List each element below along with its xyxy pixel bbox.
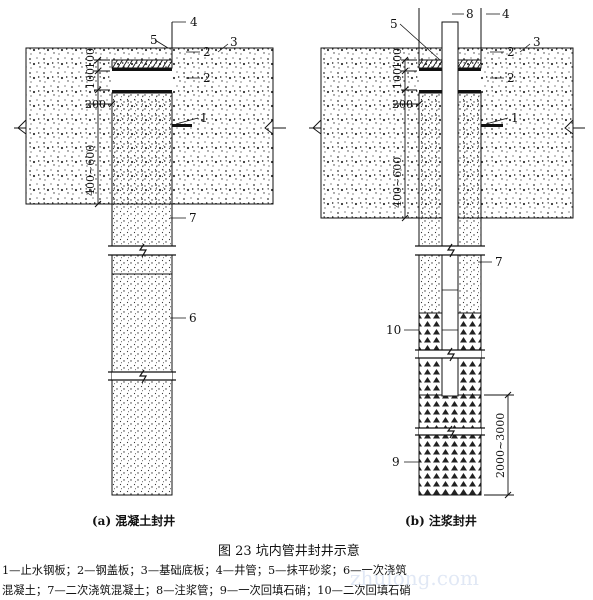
callout-a-7: 7 bbox=[189, 211, 197, 225]
callout-b-2-bottom: 2 bbox=[507, 71, 515, 85]
dim-b-100-bottom: 100 bbox=[391, 68, 404, 89]
callout-a-2-bottom: 2 bbox=[203, 71, 211, 85]
dim-a-200: 200 bbox=[85, 98, 106, 111]
dim-a-100-bottom: 100 bbox=[84, 68, 97, 89]
callout-b-8: 8 bbox=[466, 7, 474, 21]
dim-b-200: 200 bbox=[392, 98, 413, 111]
watermark: zhulong.com bbox=[350, 566, 479, 590]
callout-b-1: 1 bbox=[511, 111, 519, 125]
callout-b-4: 4 bbox=[502, 7, 510, 21]
waterstop-plate-b bbox=[481, 124, 503, 127]
panel-b-caption: (b) 注浆封井 bbox=[405, 514, 477, 528]
callout-a-5: 5 bbox=[150, 33, 158, 47]
dim-b-400-600: 400~600 bbox=[391, 157, 404, 208]
steel-plate-inner-a bbox=[112, 90, 172, 93]
callout-a-2-top: 2 bbox=[203, 45, 211, 59]
legend-line-2: 混凝土；7—二次浇筑混凝土；8—注浆管；9—一次回填石硝；10—二次回填石硝 bbox=[2, 584, 411, 597]
panel-a-caption: (a) 混凝土封井 bbox=[92, 514, 176, 528]
dim-b-2000-3000: 2000~3000 bbox=[494, 413, 507, 478]
callout-a-4: 4 bbox=[190, 15, 198, 29]
leaders-b bbox=[399, 13, 531, 463]
panel-a bbox=[14, 21, 286, 496]
legend-line-1: 1—止水钢板；2—钢盖板；3—基础底板；4—井管；5—抹平砂浆；6—一次浇筑 bbox=[2, 564, 407, 577]
callout-b-2-top: 2 bbox=[507, 45, 515, 59]
panel-b bbox=[309, 8, 585, 499]
callout-a-1: 1 bbox=[200, 111, 208, 125]
figure-title: 图 23 坑内管井封井示意 bbox=[218, 544, 360, 559]
dim-b-100-top: 100 bbox=[391, 48, 404, 69]
first-backfill-b bbox=[418, 394, 482, 496]
callout-a-3: 3 bbox=[230, 35, 238, 49]
callout-b-5: 5 bbox=[390, 17, 398, 31]
dim-a-400-600: 400~600 bbox=[84, 145, 97, 196]
grout-pipe-b bbox=[441, 21, 459, 397]
callout-b-7: 7 bbox=[495, 255, 503, 269]
second-pour-concrete-a bbox=[111, 92, 173, 247]
steel-cover-plate-a bbox=[112, 68, 172, 71]
mortar-a bbox=[111, 59, 173, 69]
waterstop-plate-a bbox=[172, 124, 192, 127]
callout-b-10: 10 bbox=[386, 323, 401, 337]
gap-a bbox=[112, 71, 172, 90]
callout-b-3: 3 bbox=[533, 35, 541, 49]
dim-a-100-top: 100 bbox=[84, 48, 97, 69]
leaders-a bbox=[154, 21, 229, 319]
callout-a-6: 6 bbox=[189, 311, 197, 325]
callout-b-9: 9 bbox=[392, 455, 400, 469]
